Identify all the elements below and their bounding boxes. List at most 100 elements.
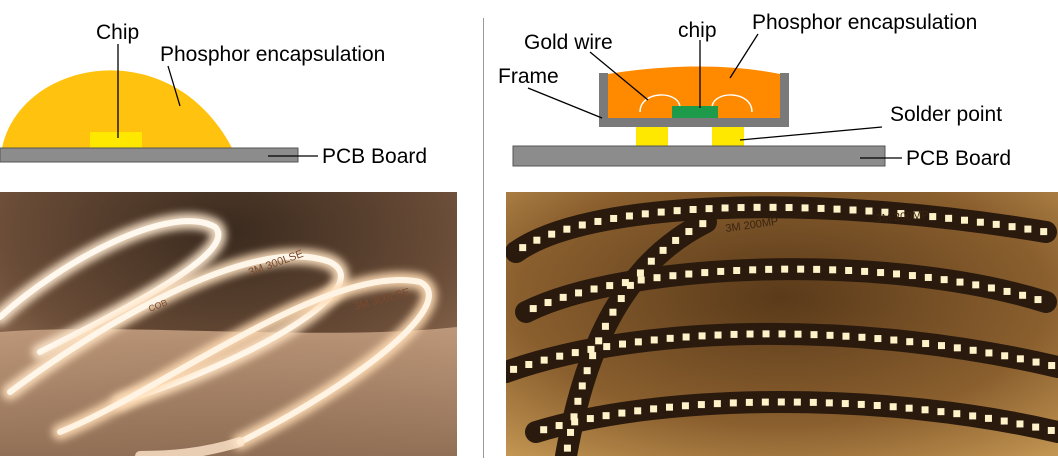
smd-cross-section-diagram xyxy=(512,33,902,167)
smd-led xyxy=(634,407,642,415)
smd-led xyxy=(953,410,961,418)
smd-led xyxy=(666,334,674,342)
smd-led xyxy=(681,402,689,410)
smd-led xyxy=(594,217,602,225)
smd-led xyxy=(940,276,948,284)
smd-led xyxy=(583,367,591,375)
smd-led xyxy=(877,269,885,277)
cob-cross-section-diagram xyxy=(0,44,318,163)
smd-led xyxy=(906,338,914,346)
smd-led xyxy=(809,398,817,406)
solder-leader xyxy=(739,126,883,141)
smd-led xyxy=(555,422,563,430)
smd-led xyxy=(849,206,857,214)
smd-led xyxy=(586,415,594,423)
smd-led xyxy=(845,267,853,275)
smd-led xyxy=(908,272,916,280)
smd-led xyxy=(1024,225,1032,233)
smd-led xyxy=(769,203,777,211)
smd-strip-photo: 3M 200MP 3M 200MP xyxy=(506,192,1058,456)
smd-led xyxy=(713,400,721,408)
smd-led xyxy=(1003,287,1011,295)
cob-strip-illustration: 3M 300LSE COB 3M 300LSE xyxy=(0,192,457,456)
smd-led xyxy=(825,399,833,407)
panel-divider xyxy=(483,18,484,458)
smd-led xyxy=(659,246,667,254)
smd-led xyxy=(621,279,629,287)
smd-led xyxy=(714,331,722,339)
smd-led xyxy=(669,272,677,280)
smd-led xyxy=(762,330,770,338)
smd-led xyxy=(685,228,693,236)
smd-pcb-board xyxy=(512,145,886,167)
smd-led xyxy=(578,382,586,390)
smd-led xyxy=(705,205,713,213)
smd-led xyxy=(1000,417,1008,425)
smd-led xyxy=(578,221,586,229)
smd-solder-right xyxy=(712,127,744,146)
smd-led xyxy=(672,236,680,244)
smd-led xyxy=(634,338,642,346)
smd-led xyxy=(699,220,707,228)
smd-led xyxy=(529,305,537,313)
phosphor-leader-line xyxy=(167,65,181,107)
smd-led xyxy=(510,365,518,373)
smd-led xyxy=(972,281,980,289)
smd-led xyxy=(976,218,984,226)
smd-led xyxy=(548,230,556,238)
smd-led xyxy=(650,405,658,413)
smd-led xyxy=(924,273,932,281)
smd-led xyxy=(647,257,655,265)
smd-led xyxy=(833,205,841,213)
smd-phosphor xyxy=(608,66,780,118)
smd-led xyxy=(956,278,964,286)
smd-led xyxy=(1048,362,1056,370)
smd-led xyxy=(745,398,753,406)
smd-led xyxy=(1047,426,1055,434)
smd-led xyxy=(682,333,690,341)
smd-led xyxy=(653,274,661,282)
smd-led xyxy=(817,204,825,212)
smd-led xyxy=(842,332,850,340)
smd-strip-print-2: 3M 200MP xyxy=(875,209,929,225)
smd-led xyxy=(603,343,611,351)
smd-led xyxy=(1032,423,1040,431)
cob-panel: Chip Phosphor encapsulation PCB Board xyxy=(0,0,480,469)
smd-led xyxy=(617,295,625,303)
cob-strip-photo: 3M 300LSE COB 3M 300LSE xyxy=(0,192,457,456)
smd-led xyxy=(985,349,993,357)
smd-led xyxy=(801,204,809,212)
smd-led xyxy=(841,400,849,408)
smd-led xyxy=(636,269,644,277)
smd-led xyxy=(889,403,897,411)
smd-led xyxy=(721,204,729,212)
smd-led xyxy=(794,330,802,338)
smd-led xyxy=(1016,355,1024,363)
cob-chip xyxy=(90,132,142,148)
smd-led xyxy=(685,270,693,278)
smd-led xyxy=(937,408,945,416)
smd-led xyxy=(689,205,697,213)
smd-led xyxy=(922,340,930,348)
smd-led xyxy=(657,208,665,216)
smd-led xyxy=(810,331,818,339)
smd-led xyxy=(1032,358,1040,366)
smd-led xyxy=(873,401,881,409)
smd-led xyxy=(717,267,725,275)
smd-led xyxy=(618,409,626,417)
smd-led xyxy=(874,335,882,343)
smd-led xyxy=(571,349,579,357)
smd-strip-illustration: 3M 200MP 3M 200MP xyxy=(506,192,1058,456)
smd-led xyxy=(519,244,527,252)
smd-led xyxy=(753,203,761,211)
smd-led xyxy=(540,356,548,364)
smd-led xyxy=(602,412,610,420)
frame-label: Frame xyxy=(498,65,559,88)
smd-led xyxy=(587,345,595,353)
smd-led xyxy=(785,204,793,212)
frame-leader xyxy=(527,87,603,119)
smd-led xyxy=(953,344,961,352)
smd-led xyxy=(595,337,603,345)
smd-led xyxy=(897,210,905,218)
smd-led xyxy=(826,331,834,339)
